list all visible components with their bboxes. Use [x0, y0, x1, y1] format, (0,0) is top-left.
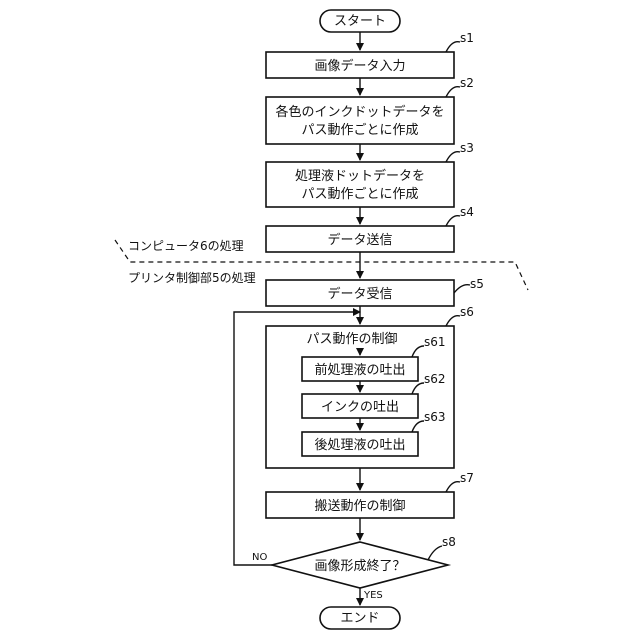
region-computer-label: コンピュータ6の処理: [128, 239, 244, 253]
leader: [446, 87, 460, 97]
step-s62-id: s62: [424, 372, 446, 386]
step-s2-line1: 各色のインクドットデータを: [275, 104, 444, 120]
step-s4-id: s4: [460, 205, 474, 219]
leader: [446, 482, 460, 492]
step-s3-line2: パス動作ごとに作成: [301, 186, 418, 202]
step-s3-line1: 処理液ドットデータを: [295, 168, 425, 184]
step-s61-id: s61: [424, 335, 446, 349]
leader: [446, 42, 460, 52]
step-s1-id: s1: [460, 31, 474, 45]
step-s2-id: s2: [460, 76, 474, 90]
leader: [428, 546, 442, 560]
step-s63-text: 後処理液の吐出: [314, 438, 405, 453]
step-s61-text: 前処理液の吐出: [314, 362, 405, 378]
step-s8-text: 画像形成終了？: [314, 558, 405, 574]
step-s2-line2: パス動作ごとに作成: [301, 122, 418, 138]
step-s4-text: データ送信: [327, 232, 392, 248]
step-s1-text: 画像データ入力: [314, 58, 405, 74]
step-s63-id: s63: [424, 410, 446, 424]
end-label: エンド: [340, 611, 379, 626]
start-label: スタート: [334, 14, 386, 29]
step-s6-text: パス動作の制御: [306, 332, 397, 347]
step-s7-text: 搬送動作の制御: [314, 499, 405, 514]
no-label: NO: [252, 552, 267, 563]
step-s6-id: s6: [460, 305, 474, 319]
step-s5-text: データ受信: [327, 286, 392, 302]
step-s3-id: s3: [460, 141, 474, 155]
leader: [446, 316, 460, 326]
yes-label: YES: [363, 590, 383, 601]
step-s62-text: インクの吐出: [321, 400, 399, 415]
region-printer-label: プリンタ制御部5の処理: [128, 270, 256, 285]
leader: [446, 152, 460, 162]
step-s5-id: s5: [470, 277, 484, 291]
leader: [454, 285, 470, 293]
step-s8-id: s8: [442, 535, 456, 549]
leader: [446, 216, 460, 226]
step-s7-id: s7: [460, 471, 474, 485]
